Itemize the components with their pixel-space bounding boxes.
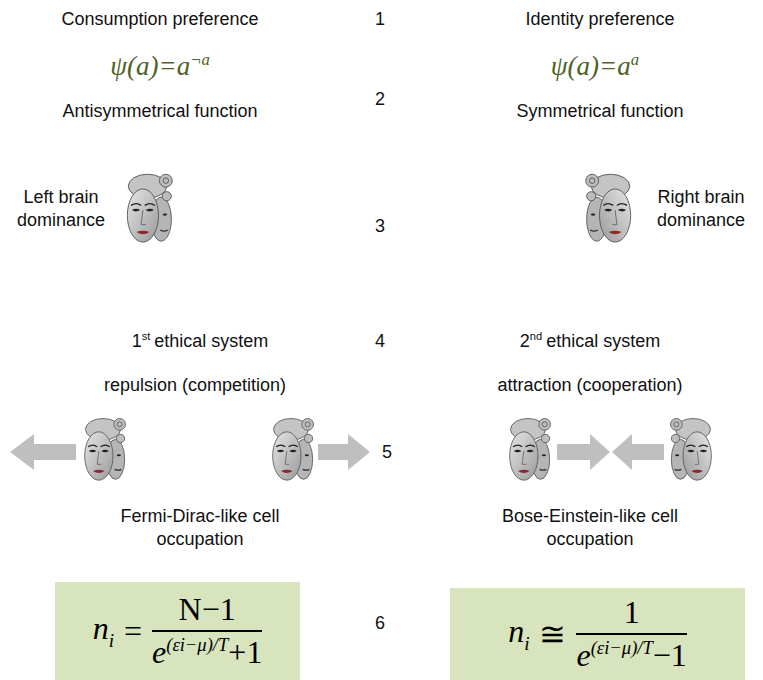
label-group: 1stethical system <box>80 330 320 353</box>
label-group: Consumption preference <box>40 8 280 31</box>
label-group: Left brain dominance <box>5 186 117 231</box>
label-group: Identity preference <box>480 8 720 31</box>
formula-fraction: N−1e(εi−μ)/T+1 <box>152 591 262 671</box>
formula-denominator: e(εi−μ)/T−1 <box>576 635 686 674</box>
occupation-label: Fermi-Dirac-like cell occupation <box>120 506 279 549</box>
mask-face <box>510 419 551 481</box>
label-group: Antisymmetrical function <box>40 100 280 123</box>
attraction-arrow <box>612 434 664 470</box>
formula-lhs: ni <box>93 610 114 651</box>
formula-relation: ≅ <box>539 615 566 653</box>
label-group: 2nd ethical system <box>470 330 710 353</box>
brain-label: Right brain dominance <box>657 187 745 230</box>
label-group: ψ(a)=a¬a <box>60 50 260 84</box>
function-label: Antisymmetrical function <box>62 101 257 121</box>
row-number: 5 <box>382 442 392 462</box>
repulsion-arrow <box>10 434 76 470</box>
row-number: 2 <box>375 89 385 109</box>
formula-lhs: ni <box>508 613 529 654</box>
formula-term: +1 <box>228 634 262 670</box>
formula-numerator: 1 <box>576 594 686 635</box>
formula-text: ψ(a)=a <box>110 51 190 81</box>
formula-exponent: ¬a <box>190 50 210 69</box>
formula-subscript: i <box>524 633 529 654</box>
interaction-label: repulsion (competition) <box>104 375 286 395</box>
formula-exponent: (εi−μ)/T <box>591 637 653 658</box>
formula-symbol: n <box>508 613 524 649</box>
formula-relation: = <box>124 613 142 650</box>
formula-denominator: e(εi−μ)/T+1 <box>152 632 262 671</box>
formula-numerator: N−1 <box>152 591 262 632</box>
label-group: 3 <box>365 215 395 238</box>
function-label: Symmetrical function <box>516 101 683 121</box>
attraction-arrow <box>557 434 610 470</box>
row-number: 3 <box>375 216 385 236</box>
formula-row: ni ≅ 1e(εi−μ)/T−1 <box>508 594 687 674</box>
formula-row: ni = N−1e(εi−μ)/T+1 <box>93 591 263 671</box>
label-group: attraction (cooperation) <box>465 374 715 397</box>
row-number: 1 <box>375 9 385 29</box>
formula-fraction: 1e(εi−μ)/T−1 <box>576 594 686 674</box>
ethics-label: ethical system <box>154 331 268 351</box>
label-group: ψ(a)=aa <box>495 50 695 84</box>
heading-label: Consumption preference <box>61 9 258 29</box>
label-group: 2 <box>365 88 395 111</box>
formula-exponent: (εi−μ)/T <box>166 634 228 655</box>
brain-label: Left brain dominance <box>17 187 105 230</box>
formula-exponent: a <box>631 50 639 69</box>
formula-subscript: i <box>109 630 114 651</box>
ethics-label: 2 <box>520 331 530 351</box>
mask-face <box>586 174 631 242</box>
label-group: Fermi-Dirac-like cell occupation <box>90 505 310 550</box>
occupation-label: Bose-Einstein-like cell occupation <box>502 506 678 549</box>
mask-face <box>273 419 314 481</box>
label-group: Right brain dominance <box>645 186 757 231</box>
label-group: Symmetrical function <box>480 100 720 123</box>
label-group: 5 <box>374 441 400 464</box>
formula-text: ψ(a)=a <box>551 51 631 81</box>
heading-label: Identity preference <box>525 9 674 29</box>
ordinal-suffix: st <box>142 330 151 342</box>
label-group: 6 <box>365 612 395 635</box>
formula-symbol: e <box>152 634 166 670</box>
label-group: 1 <box>365 8 395 31</box>
row-number: 4 <box>375 331 385 351</box>
row-number: 6 <box>375 613 385 633</box>
interaction-label: attraction (cooperation) <box>497 375 682 395</box>
mask-face <box>671 419 712 481</box>
label-group: Bose-Einstein-like cell occupation <box>475 505 705 550</box>
ethics-label: 1 <box>132 331 142 351</box>
formula-symbol: n <box>93 610 109 646</box>
mask-face <box>85 419 126 481</box>
label-group: 4 <box>365 330 395 353</box>
ordinal-suffix: nd <box>530 330 542 342</box>
label-group: repulsion (competition) <box>70 374 320 397</box>
mask-face <box>127 174 172 242</box>
formula-symbol: e <box>576 637 590 673</box>
formula-box: ni ≅ 1e(εi−μ)/T−1 <box>450 588 745 680</box>
formula-box: ni = N−1e(εi−μ)/T+1 <box>55 582 300 680</box>
ethics-label: ethical system <box>546 331 660 351</box>
repulsion-arrow <box>318 434 370 470</box>
formula-term: −1 <box>653 637 687 673</box>
